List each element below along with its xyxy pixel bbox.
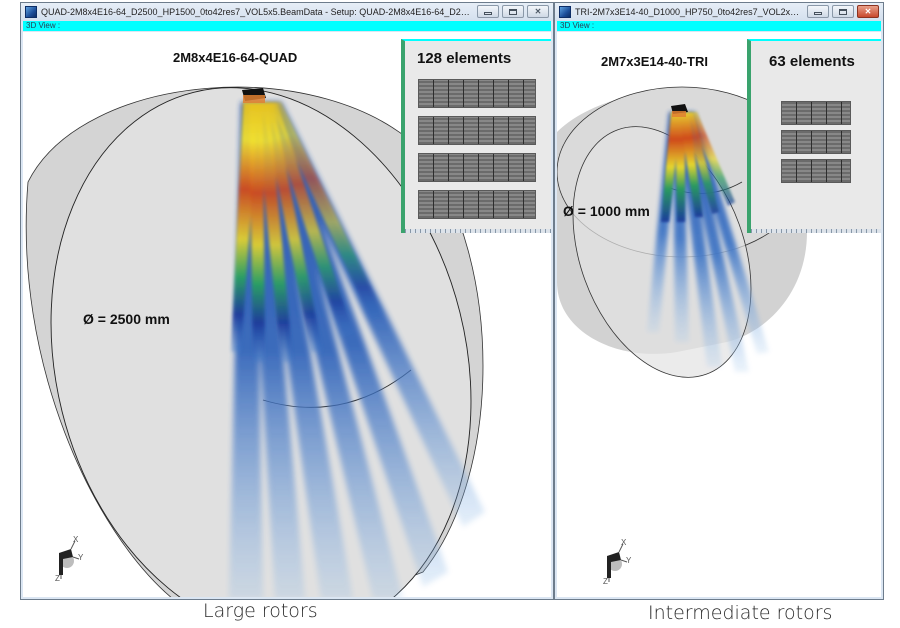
element-grid-block xyxy=(418,190,536,219)
maximize-button[interactable] xyxy=(502,5,524,18)
axis-x-label: X xyxy=(621,538,627,547)
caption-large-rotors: Large rotors xyxy=(203,600,318,622)
caption-intermediate-rotors: Intermediate rotors xyxy=(648,602,833,624)
window-title: TRI-2M7x3E14-40_D1000_HP750_0to42res7_VO… xyxy=(575,7,803,17)
3d-viewport[interactable]: 2M7x3E14-40-TRI Ø = 1000 mm 63 elements … xyxy=(557,32,881,597)
element-layout-inset: 128 elements xyxy=(401,39,551,233)
title-bar[interactable]: TRI-2M7x3E14-40_D1000_HP750_0to42res7_VO… xyxy=(555,3,883,21)
window-large-rotor: QUAD-2M8x4E16-64_D2500_HP1500_0to42res7_… xyxy=(20,2,554,600)
element-grid-block xyxy=(781,159,851,183)
3d-viewport[interactable]: 2M8x4E16-64-QUAD Ø = 2500 mm 128 element… xyxy=(23,32,551,597)
maximize-icon xyxy=(509,8,517,15)
close-button[interactable]: ✕ xyxy=(527,5,549,18)
minimize-button[interactable] xyxy=(477,5,499,18)
axis-z-label: Z xyxy=(55,574,60,583)
element-grid-block xyxy=(418,79,536,108)
view-label: 3D View : xyxy=(560,21,595,30)
window-intermediate-rotor: TRI-2M7x3E14-40_D1000_HP750_0to42res7_VO… xyxy=(554,2,884,600)
title-bar[interactable]: QUAD-2M8x4E16-64_D2500_HP1500_0to42res7_… xyxy=(21,3,553,21)
rotor-3d-scene xyxy=(557,86,808,378)
element-count: 63 elements xyxy=(769,53,855,70)
model-label: 2M8x4E16-64-QUAD xyxy=(173,50,298,65)
inset-ruler xyxy=(405,229,551,233)
maximize-button[interactable] xyxy=(832,5,854,18)
minimize-button[interactable] xyxy=(807,5,829,18)
element-grid-block xyxy=(781,130,851,154)
element-layout-inset: 63 elements xyxy=(747,39,881,233)
axis-y-label: Y xyxy=(78,553,84,562)
axis-x-label: X xyxy=(73,535,79,544)
element-grid-block xyxy=(418,153,536,182)
view-label-bar: 3D View : xyxy=(557,21,881,31)
app-icon xyxy=(559,6,571,18)
close-icon: ✕ xyxy=(534,6,542,16)
axis-z-label: Z xyxy=(603,577,608,586)
element-count: 128 elements xyxy=(417,50,512,67)
element-grid-block xyxy=(781,101,851,125)
minimize-icon xyxy=(484,11,492,15)
close-icon: ✕ xyxy=(864,6,872,16)
maximize-icon xyxy=(839,8,847,15)
model-label: 2M7x3E14-40-TRI xyxy=(601,54,708,69)
window-title: QUAD-2M8x4E16-64_D2500_HP1500_0to42res7_… xyxy=(41,7,473,17)
diameter-label: Ø = 1000 mm xyxy=(563,203,650,219)
diameter-label: Ø = 2500 mm xyxy=(83,311,170,327)
axis-y-label: Y xyxy=(626,556,632,565)
axis-triad-icon[interactable]: X Y Z xyxy=(49,535,84,583)
minimize-icon xyxy=(814,11,822,15)
axis-triad-icon[interactable]: X Y Z xyxy=(597,538,632,586)
view-label: 3D View : xyxy=(26,21,61,30)
view-label-bar: 3D View : xyxy=(23,21,551,31)
app-icon xyxy=(25,6,37,18)
rotor-3d-scene xyxy=(25,86,485,597)
close-button[interactable]: ✕ xyxy=(857,5,879,18)
inset-ruler xyxy=(751,229,881,233)
element-grid-block xyxy=(418,116,536,145)
